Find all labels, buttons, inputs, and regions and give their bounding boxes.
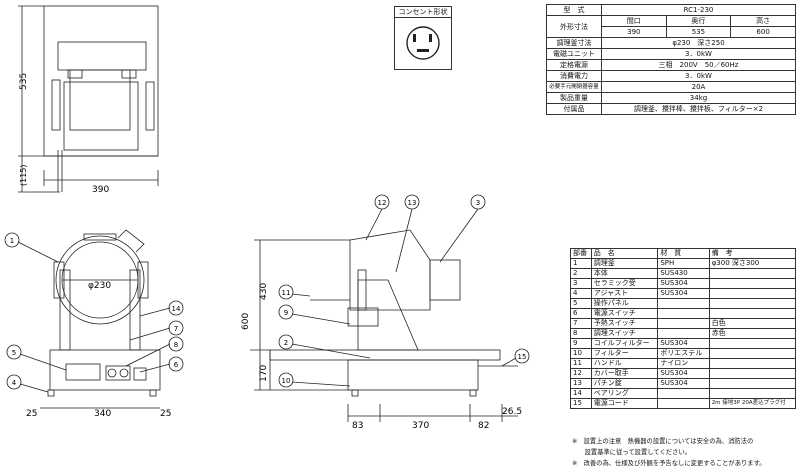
callout-8: 8	[174, 341, 178, 349]
spec-row-label: 調理釜寸法	[546, 37, 602, 49]
note-line: 設置基準に従って設置してください。	[572, 449, 691, 456]
dim-115: (115)	[19, 164, 28, 186]
front-view-control-panel	[65, 363, 101, 381]
spec-row-value: 3．0kW	[601, 48, 796, 60]
dim-front-25-right: 25	[160, 409, 171, 419]
outlet-icon	[406, 26, 440, 60]
spec-row-value: φ230 深さ250	[601, 37, 796, 49]
callout-12: 12	[378, 199, 387, 207]
spec-size-col: 奥行	[665, 15, 732, 27]
outlet-box: コンセント形状	[394, 6, 452, 70]
spec-model: RC1-230	[601, 4, 796, 16]
front-view-callouts: 1 5 4 14 7 8 6	[4, 232, 184, 393]
outlet-title: コンセント形状	[395, 7, 451, 18]
spec-size-val: 535	[665, 26, 732, 38]
parts-header: 材 質	[657, 248, 710, 259]
dim-600: 600	[241, 313, 251, 330]
callout-3: 3	[476, 199, 480, 207]
side-view-base	[347, 359, 479, 391]
spec-size-val: 390	[601, 26, 667, 38]
spec-row-value: 三相 200V 50／60Hz	[601, 59, 796, 71]
spec-row-label: 消費電力	[546, 70, 602, 82]
callout-7: 7	[174, 325, 178, 333]
note-line: ※ 設置上の注意 熱機器の設置については安全の為、消防法の	[572, 438, 754, 445]
dim-83: 83	[352, 421, 363, 430]
spec-row-value: 34kg	[601, 92, 796, 104]
spec-row-label: 製品重量	[546, 92, 602, 104]
spec-size-val: 600	[730, 26, 796, 38]
top-view-frame	[43, 5, 159, 157]
dim-front-25-left: 25	[26, 409, 37, 419]
top-view-tank	[57, 41, 147, 71]
spec-row-label: 必要手元開閉器容量	[546, 81, 602, 93]
dim-370: 370	[412, 421, 429, 430]
callout-6: 6	[174, 361, 179, 369]
side-view-callouts: 12 13 3 11 9 2 10 15	[278, 194, 530, 388]
spec-row-label: 定格電源	[546, 59, 602, 71]
parts-header: 部番	[570, 248, 592, 259]
spec-row-label: 付属品	[546, 103, 602, 115]
callout-4: 4	[12, 379, 17, 387]
parts-header: 品 名	[590, 248, 659, 259]
notes: ※ 設置上の注意 熱機器の設置については安全の為、消防法の 設置基準に従って設置…	[572, 436, 796, 469]
dim-430: 430	[259, 283, 269, 300]
spec-table: 型 式 RC1-230 外形寸法 間口 奥行 高さ 390 535 600 調理…	[546, 4, 796, 115]
dim-340: 340	[94, 409, 111, 419]
parts-header: 備 考	[708, 248, 797, 259]
callout-14: 14	[172, 305, 181, 313]
callout-5: 5	[12, 349, 16, 357]
dim-170: 170	[259, 365, 269, 382]
spec-row-value: 調理釜、攪拌棒、攪拌板、フィルター×2	[601, 103, 796, 115]
top-view-drawing: 535 (115) 390	[18, 5, 159, 195]
spec-size-col: 高さ	[730, 15, 796, 27]
callout-13: 13	[408, 199, 417, 207]
dim-535: 535	[19, 73, 29, 90]
callout-9: 9	[284, 309, 288, 317]
front-view-base	[49, 349, 161, 391]
spec-size-label: 外形寸法	[546, 15, 602, 38]
callout-2: 2	[284, 339, 288, 347]
callout-15: 15	[518, 353, 527, 361]
dim-82: 82	[478, 421, 489, 430]
note-line: ※ 改善の為、仕様及び外観を予告なしに変更することがあります。	[572, 460, 766, 467]
side-view-drawing: 430 600 170 83 370 82 26.5	[241, 229, 522, 430]
front-view-drawing: φ230 340 25 25	[26, 229, 171, 419]
dim-diameter-230: φ230	[88, 281, 111, 291]
spec-title: 型 式	[546, 4, 602, 16]
dim-26-5: 26.5	[502, 407, 522, 417]
dim-390: 390	[92, 185, 109, 195]
front-view-pot	[55, 235, 145, 325]
spec-row-label: 電磁ユニット	[546, 48, 602, 60]
callout-1: 1	[10, 237, 14, 245]
spec-row-value: 3．0kW	[601, 70, 796, 82]
spec-size-col: 間口	[601, 15, 667, 27]
spec-row-value: 20A	[601, 81, 796, 93]
callout-11: 11	[282, 289, 291, 297]
callout-10: 10	[282, 377, 291, 385]
